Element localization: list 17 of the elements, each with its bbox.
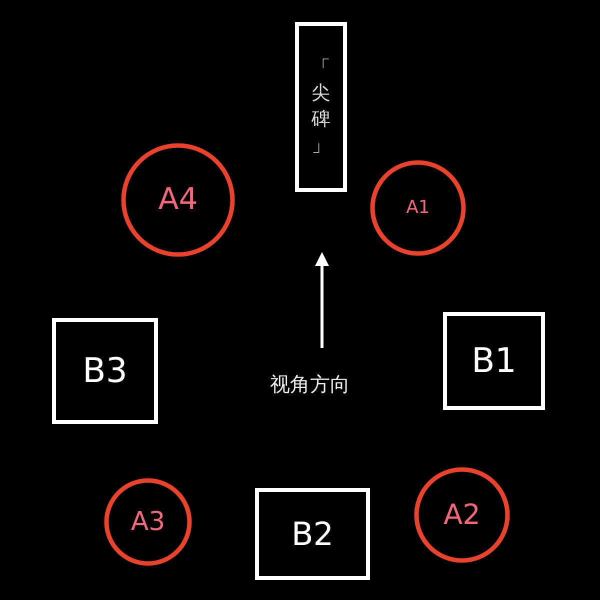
zone-circle: [414, 467, 510, 563]
zone-label: A3: [130, 509, 166, 535]
zone-label: A2: [444, 501, 480, 529]
zone-circle: [121, 143, 235, 257]
zone-label: A1: [406, 199, 430, 217]
zone-square: [52, 318, 158, 424]
zone-square: [255, 488, 370, 580]
zone-square: [443, 312, 545, 410]
zone-label: A4: [158, 185, 198, 215]
monument-label: 「尖碑」: [311, 56, 331, 158]
zone-label: B1: [472, 344, 516, 378]
direction-label: 视角方向: [270, 374, 350, 394]
zone-label: B3: [82, 354, 128, 388]
monument-box: [295, 22, 347, 192]
zone-circle: [104, 478, 192, 566]
zone-label: B2: [291, 518, 334, 550]
zone-circle: [370, 160, 466, 256]
